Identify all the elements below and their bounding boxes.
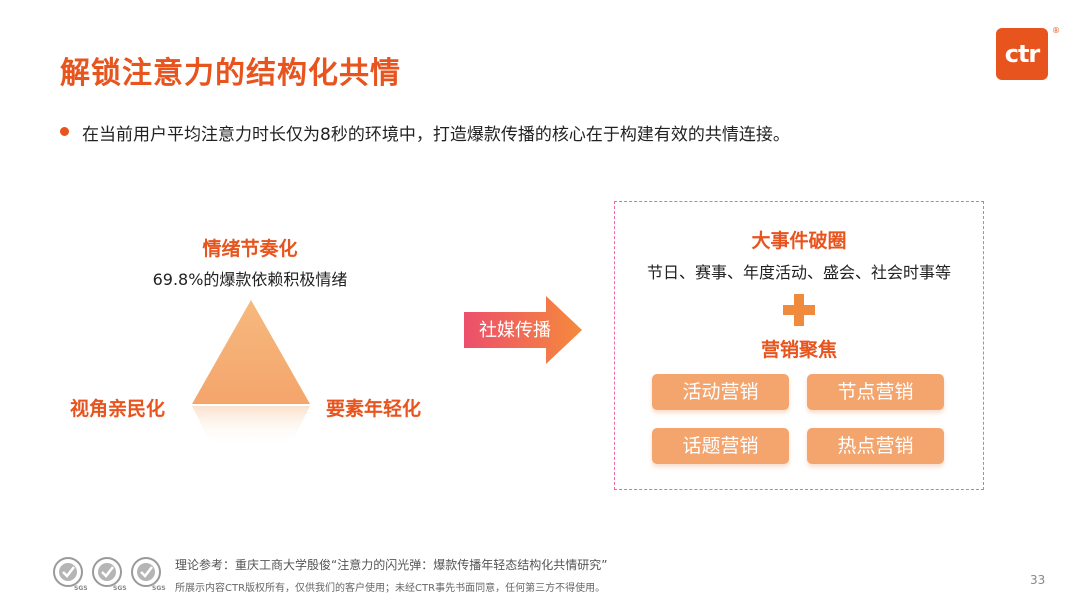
plus-icon-vertical	[794, 294, 804, 326]
marketing-box	[614, 201, 984, 490]
page-title: 解锁注意力的结构化共情	[60, 56, 401, 91]
registered-mark: ®	[1052, 26, 1060, 35]
pyramid-right-label: 要素年轻化	[326, 398, 422, 420]
tag-hotspot-marketing: 热点营销	[807, 428, 944, 464]
arrow-label: 社媒传播	[479, 320, 551, 341]
svg-text:SGS: SGS	[152, 585, 166, 592]
svg-text:SGS: SGS	[113, 585, 127, 592]
box-title: 大事件破圈	[751, 230, 847, 252]
pyramid-top-subtitle: 69.8%的爆款依赖积极情绪	[152, 270, 348, 289]
bullet-text: 在当前用户平均注意力时长仅为8秒的环境中，打造爆款传播的核心在于构建有效的共情连…	[82, 125, 790, 145]
arrow-right-icon	[464, 296, 582, 364]
box-subtitle: 节日、赛事、年度活动、盛会、社会时事等	[646, 263, 951, 282]
bullet-icon	[60, 127, 69, 136]
tag-node-marketing: 节点营销	[807, 374, 944, 410]
reference-text: 理论参考：重庆工商大学殷俊“注意力的闪光弹：爆款传播年轻态结构化共情研究”	[175, 558, 608, 572]
tag-topic-marketing: 话题营销	[652, 428, 789, 464]
pyramid-left-label: 视角亲民化	[70, 398, 166, 420]
box-title-2: 营销聚焦	[760, 339, 837, 361]
ctr-logo: ctr	[996, 28, 1048, 80]
pyramid-triangle	[192, 300, 310, 446]
copyright-text: 所展示内容CTR版权所有，仅供我们的客户使用；未经CTR事先书面同意，任何第三方…	[175, 583, 606, 594]
svg-text:SGS: SGS	[74, 585, 88, 592]
tag-activity-marketing: 活动营销	[652, 374, 789, 410]
page-number: 33	[1030, 573, 1046, 587]
certification-badges: SGS SGS SGS	[53, 557, 166, 592]
pyramid-top-label: 情绪节奏化	[202, 238, 298, 260]
